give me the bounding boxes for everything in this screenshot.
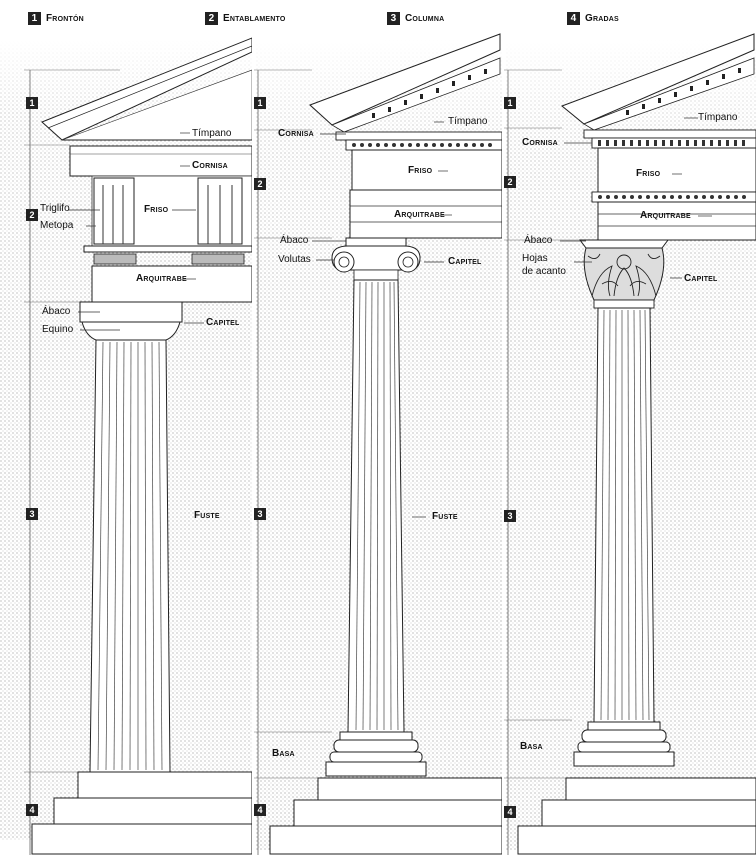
label-fuste: Fuste (194, 510, 220, 521)
header-entablamento: 2 Entablamento (205, 12, 285, 25)
label-fuste: Fuste (432, 511, 458, 522)
label-friso: Friso (408, 165, 433, 176)
label-metopa: Metopa (40, 220, 74, 231)
label-friso: Friso (144, 204, 169, 215)
doric-column-drawing (0, 37, 252, 855)
label-abaco: Ábaco (42, 306, 71, 317)
label-cornisa: Cornisa (278, 128, 314, 139)
label-timpano: Tímpano (698, 112, 738, 123)
header-number: 1 (28, 12, 41, 25)
label-timpano: Tímpano (192, 128, 232, 139)
header-label: Entablamento (223, 13, 286, 24)
header-columna: 3 Columna (387, 12, 444, 25)
label-capitel: Capitel (684, 273, 718, 284)
label-arquitrabe: Arquitrabe (136, 273, 187, 284)
section-number-3: 3 (504, 510, 516, 522)
header-gradas: 4 Gradas (567, 12, 619, 25)
section-number-1: 1 (254, 97, 266, 109)
section-number-2: 2 (254, 178, 266, 190)
label-hojas: Hojas (522, 253, 548, 264)
section-number-1: 1 (26, 97, 38, 109)
label-capitel: Capitel (448, 256, 482, 267)
section-number-4: 4 (254, 804, 266, 816)
label-basa: Basa (272, 748, 295, 759)
section-number-2: 2 (504, 176, 516, 188)
label-cornisa: Cornisa (522, 137, 558, 148)
section-number-3: 3 (254, 508, 266, 520)
corinthian-column-drawing (504, 33, 756, 855)
label-triglifo: Triglifo (40, 203, 70, 214)
label-abaco: Ábaco (280, 235, 309, 246)
label-acanto: de acanto (522, 266, 566, 277)
header-number: 4 (567, 12, 580, 25)
header-label: Frontón (46, 13, 84, 24)
header-fronton: 1 Frontón (28, 12, 84, 25)
label-arquitrabe: Arquitrabe (640, 210, 691, 221)
doric-order-panel: 1 2 3 4 Tímpano Cornisa Triglifo Friso M… (0, 0, 252, 865)
header-label: Columna (405, 13, 445, 24)
label-basa: Basa (520, 741, 543, 752)
label-arquitrabe: Arquitrabe (394, 209, 445, 220)
section-number-3: 3 (26, 508, 38, 520)
label-cornisa: Cornisa (192, 160, 228, 171)
label-equino: Equino (42, 324, 74, 335)
label-capitel: Capitel (206, 317, 240, 328)
label-volutas: Volutas (278, 254, 311, 265)
section-number-1: 1 (504, 97, 516, 109)
section-number-4: 4 (26, 804, 38, 816)
ionic-order-panel: 1 2 3 4 Tímpano Cornisa Friso Arquitrabe… (252, 0, 502, 865)
section-number-2: 2 (26, 209, 38, 221)
label-friso: Friso (636, 168, 661, 179)
label-abaco: Ábaco (524, 235, 553, 246)
header-number: 3 (387, 12, 400, 25)
header-number: 2 (205, 12, 218, 25)
label-timpano: Tímpano (448, 116, 488, 127)
ionic-column-drawing (254, 33, 502, 855)
header-label: Gradas (585, 13, 619, 24)
section-number-4: 4 (504, 806, 516, 818)
corinthian-order-panel: 1 2 3 4 Tímpano Cornisa Friso Arquitrabe… (502, 0, 756, 865)
